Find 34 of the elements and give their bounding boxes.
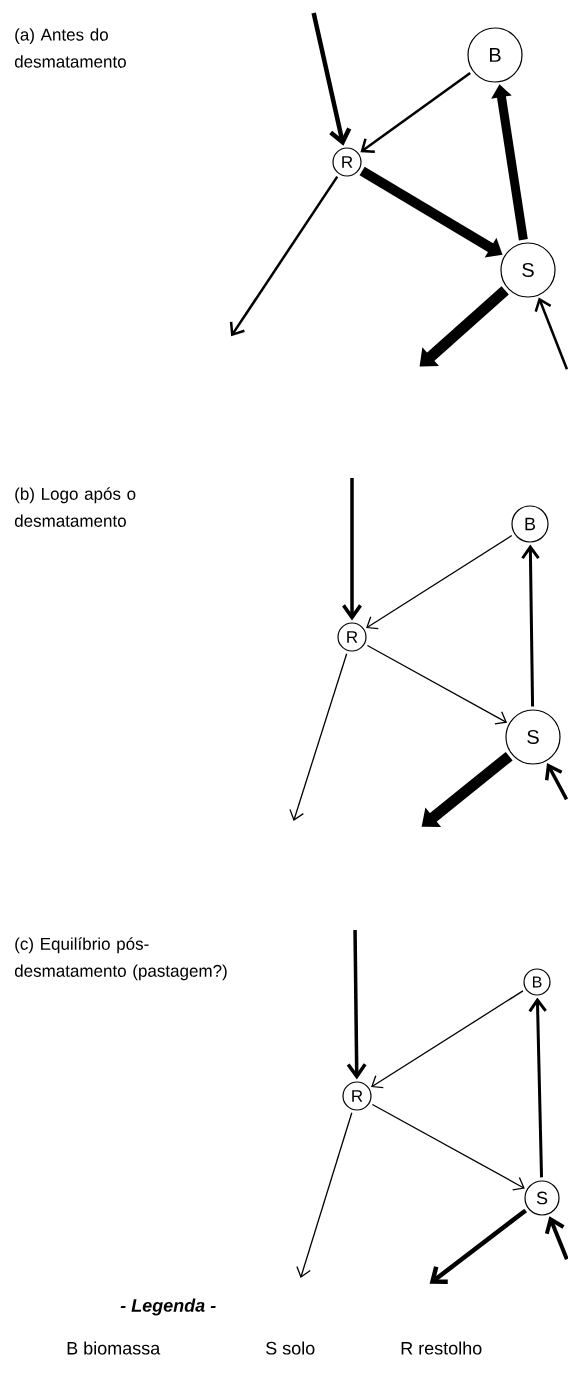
- circle-node: B: [467, 27, 523, 83]
- circle-node: S: [505, 709, 561, 765]
- arrow: [419, 286, 509, 367]
- arrow: [528, 997, 547, 1178]
- arrow: [229, 175, 339, 337]
- arrow: [360, 71, 471, 153]
- arrow: [371, 1103, 525, 1191]
- arrow: [296, 1112, 353, 1279]
- arrow: [544, 763, 568, 801]
- arrow: [521, 544, 540, 707]
- circle-node: S: [500, 242, 556, 298]
- legend-entry: B biomassa: [67, 1341, 161, 1355]
- panel-caption: (a) Antes do desmatamento: [14, 28, 126, 68]
- circle-node: R: [332, 147, 362, 177]
- arrow: [342, 478, 362, 621]
- arrow: [366, 534, 513, 630]
- legend-entry: S solo: [266, 1341, 315, 1355]
- circle-node: S: [524, 1180, 560, 1216]
- circle-node: R: [342, 1081, 372, 1111]
- arrow: [429, 1208, 527, 1285]
- circle-node: B: [511, 505, 549, 543]
- legend-heading: - Legenda -: [120, 1298, 216, 1316]
- arrow: [371, 990, 524, 1089]
- arrow: [366, 644, 508, 725]
- circle-node: R: [337, 622, 367, 652]
- arrow: [346, 930, 367, 1080]
- arrow: [544, 1216, 568, 1260]
- legend-entry: R restolho: [401, 1341, 482, 1355]
- panel-caption: (c) Equilíbrio pós-desmatamento (pastagem?): [14, 937, 227, 981]
- panel-caption: (b) Logo após o desmatamento: [14, 487, 136, 527]
- arrow: [311, 12, 352, 146]
- arrow: [289, 653, 348, 822]
- arrow: [534, 297, 568, 370]
- circle-node: B: [523, 968, 551, 996]
